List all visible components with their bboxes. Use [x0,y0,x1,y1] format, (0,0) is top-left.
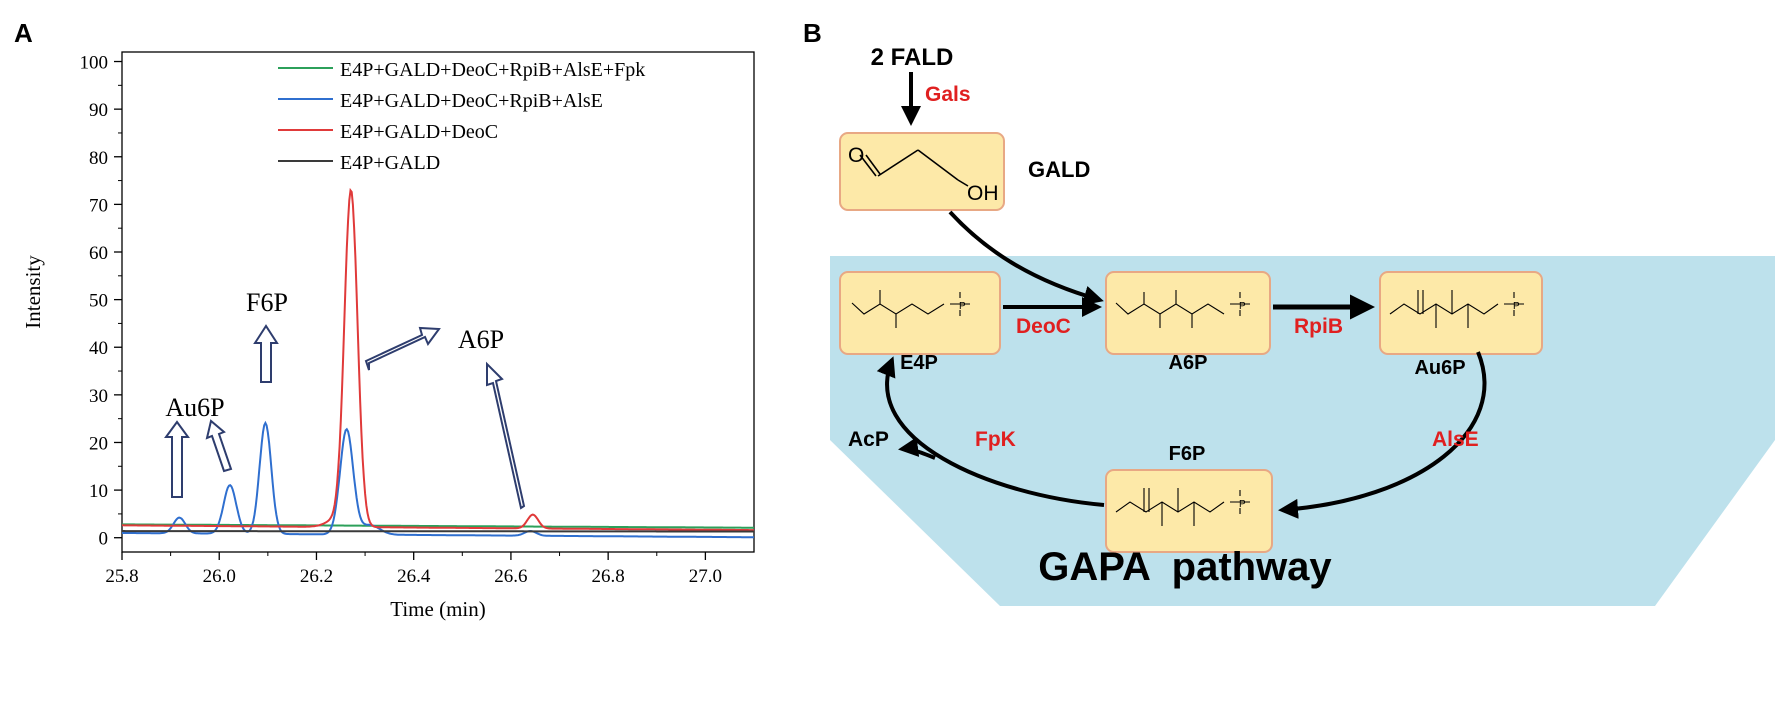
x-tick-label: 26.6 [494,566,527,587]
y-tick-label: 80 [89,148,108,169]
gald-label: GALD [1028,157,1090,182]
x-tick-label: 26.2 [300,566,333,587]
x-tick-label: 26.4 [397,566,431,587]
y-tick-label: 90 [89,100,108,121]
au6p-label: Au6P [1414,357,1465,379]
peak-arrows [164,324,526,510]
y-axis-title: Intensity [21,255,45,329]
gald-structure-box [839,132,1005,211]
plot-frame [121,51,755,553]
au6p-p: P [1513,301,1520,312]
x-axis-title: Time (min) [390,597,485,621]
f6p-structure-box [1105,469,1273,553]
series-lines [122,187,754,539]
acp-label: AcP [848,428,889,451]
y-tick-label: 0 [99,529,109,550]
a6p-label: A6P [1169,352,1208,374]
f6p-structure [1115,488,1250,526]
enzyme-rpib: RpiB [1294,315,1343,338]
e4p-p: P [959,301,966,312]
a6p-structure-box [1105,271,1271,355]
y-tick-label: 30 [89,386,108,407]
y-tick-label: 40 [89,338,108,359]
a6p-structure [1115,290,1250,328]
au6p-arrow-1 [164,420,190,498]
e4p-label: E4P [900,352,938,374]
gald-structure [859,149,969,187]
enzyme-deoc: DeoC [1016,315,1071,338]
series-line-1 [122,523,754,529]
f6p-arrow [253,324,279,383]
y-tick-label: 70 [89,195,108,216]
f6p-p: P [1239,499,1246,510]
pathway-panel: B 2 FALD Gals O OH GALD [803,18,1775,606]
series-line-3 [122,187,754,532]
y-tick-label: 20 [89,433,108,454]
enzyme-alse: AlsE [1432,428,1479,451]
f6p-label: F6P [246,288,288,317]
e4p-structure-box [839,271,1001,355]
chromatogram-panel: A 25.8 26.0 26.2 26.4 26.6 26.8 27.0 0 10 20 30 40 5… [14,18,755,621]
panel-b-label: B [803,18,822,48]
au6p-structure-box [1379,271,1543,355]
x-tick-label: 25.8 [105,566,138,587]
legend-label-4: E4P+GALD [340,152,440,174]
legend: E4P+GALD+DeoC+RpiB+AlsE+Fpk E4P+GALD+Deo… [278,59,645,174]
a6p-arrow-1 [364,326,441,371]
a6p-arrow-2 [486,361,526,510]
x-tick-label: 26.8 [592,566,625,587]
gald-oh: OH [967,182,999,205]
y-tick-label: 50 [89,291,108,312]
panel-a-label: A [14,18,33,48]
au6p-label: Au6P [165,393,224,422]
series-line-2 [122,420,754,539]
legend-label-3: E4P+GALD+DeoC [340,121,498,143]
x-tick-label: 27.0 [689,566,722,587]
enzyme-fpk: FpK [975,428,1016,451]
e4p-structure [851,290,970,328]
a6p-p: P [1239,301,1246,312]
series-line-4 [122,530,754,533]
legend-label-2: E4P+GALD+DeoC+RpiB+AlsE [340,90,603,112]
fald-label: 2 FALD [871,44,954,71]
au6p-arrow-2 [205,419,233,473]
pathway-title: GAPA pathway [1038,545,1332,589]
au6p-to-f6p-arrow [1278,351,1487,519]
axis-ticks: 25.8 26.0 26.2 26.4 26.6 26.8 27.0 0 10 20 30 40 50 6… [80,53,723,587]
gald-o: O [848,144,864,167]
gald-to-a6p-arrow [948,210,1104,306]
au6p-structure [1389,290,1524,328]
y-tick-label: 60 [89,243,108,264]
to-acp-arrow [898,437,936,460]
x-tick-label: 26.0 [203,566,236,587]
legend-label-1: E4P+GALD+DeoC+RpiB+AlsE+Fpk [340,59,645,81]
y-tick-label: 10 [89,481,108,502]
f6p-label: F6P [1169,443,1206,465]
y-tick-label: 100 [80,53,109,74]
f6p-to-e4p-arrow [876,356,1105,507]
a6p-label: A6P [458,325,504,354]
enzyme-gals: Gals [925,83,971,106]
